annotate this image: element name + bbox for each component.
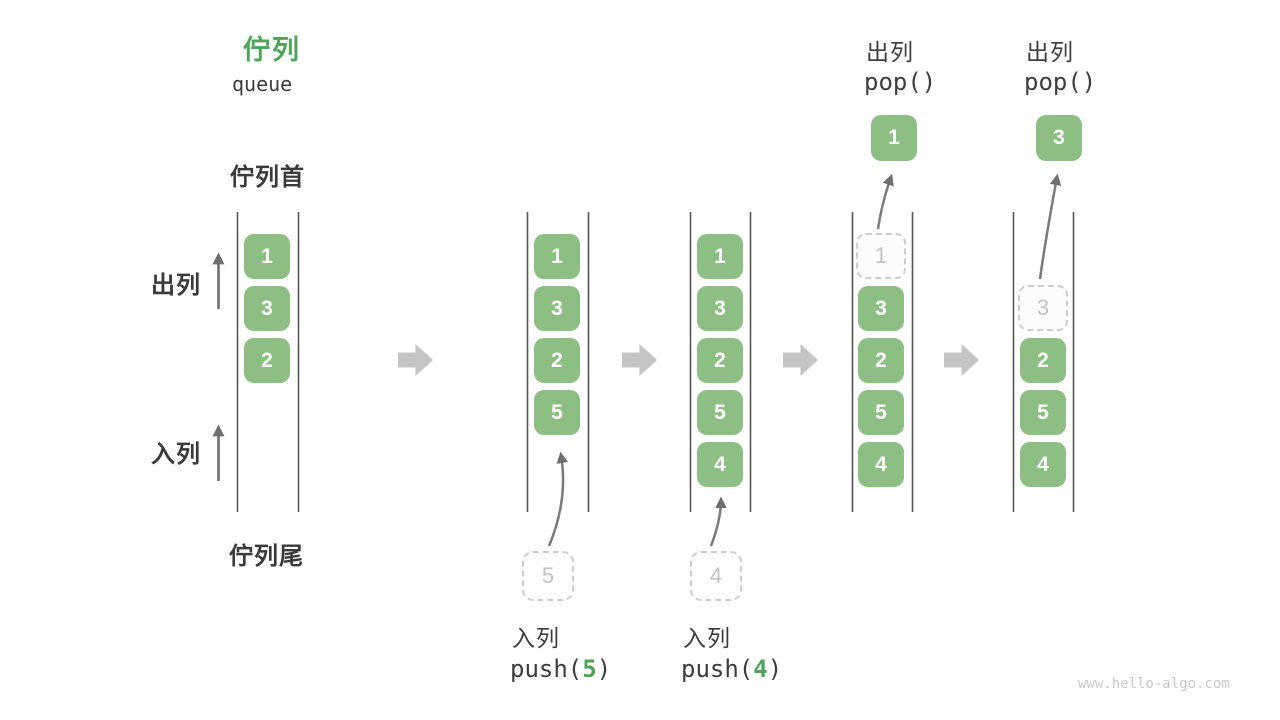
enqueue-op-code: push(4) [681,655,782,683]
queue-cell: 5 [534,390,580,435]
queue-walls [236,212,1075,512]
queue-cell: 2 [697,338,743,383]
queue-cell: 2 [1020,338,1066,383]
figure-title-en: queue [232,72,293,96]
watermark: www.hello-algo.com [1078,676,1230,692]
queue-cell: 4 [697,442,743,487]
pop-1-arrow [876,173,894,230]
dequeue-op-code: pop() [864,68,937,96]
dequeue-op-code: pop() [1024,68,1097,96]
code-close: ) [767,655,783,683]
queue-cell: 4 [858,442,904,487]
popped-value-box: 3 [1036,115,1082,161]
queue-cell: 5 [697,390,743,435]
figure-title-zh: 佇列 [243,35,301,65]
queue-cell: 5 [1020,390,1066,435]
enqueue-side-label: 入列 [151,441,201,468]
step-arrows [398,344,979,376]
push-4-arrow [709,496,727,547]
dequeue-op-label: 出列 [1026,39,1074,65]
queue-cell: 1 [244,234,290,279]
pushed-value-ghost: 4 [690,551,742,601]
step-arrow-icon [622,344,657,376]
queue-cell: 3 [244,286,290,331]
queue-cell: 2 [858,338,904,383]
queue-cell: 1 [534,234,580,279]
queue-cell: 3 [534,286,580,331]
dequeue-op-label: 出列 [866,39,914,65]
code-arg: 4 [753,655,768,683]
queue-cell: 4 [1020,442,1066,487]
pop-3-arrow [1038,173,1062,280]
queue-cell: 2 [534,338,580,383]
queue-cell-removed: 3 [1018,285,1068,331]
queue-rear-label: 佇列尾 [229,543,304,570]
enqueue-op-label: 入列 [683,625,731,651]
push-5-arrow [547,451,568,547]
step-arrow-icon [783,344,818,376]
popped-value-box: 1 [871,115,917,161]
queue-cell: 3 [697,286,743,331]
step-arrow-icon [944,344,979,376]
queue-cell: 5 [858,390,904,435]
dequeue-side-label: 出列 [151,272,201,299]
pushed-value-ghost: 5 [522,551,574,601]
queue-cell: 2 [244,338,290,383]
enqueue-op-label: 入列 [512,625,560,651]
queue-cell-removed: 1 [856,233,906,279]
code-close: ) [596,655,612,683]
code-arg: 5 [582,655,597,683]
code-fn: push( [510,655,583,683]
enqueue-op-code: push(5) [510,655,611,683]
step-arrow-icon [398,344,433,376]
queue-cell: 3 [858,286,904,331]
queue-cell: 1 [697,234,743,279]
queue-front-label: 佇列首 [230,164,305,191]
code-fn: push( [681,655,754,683]
